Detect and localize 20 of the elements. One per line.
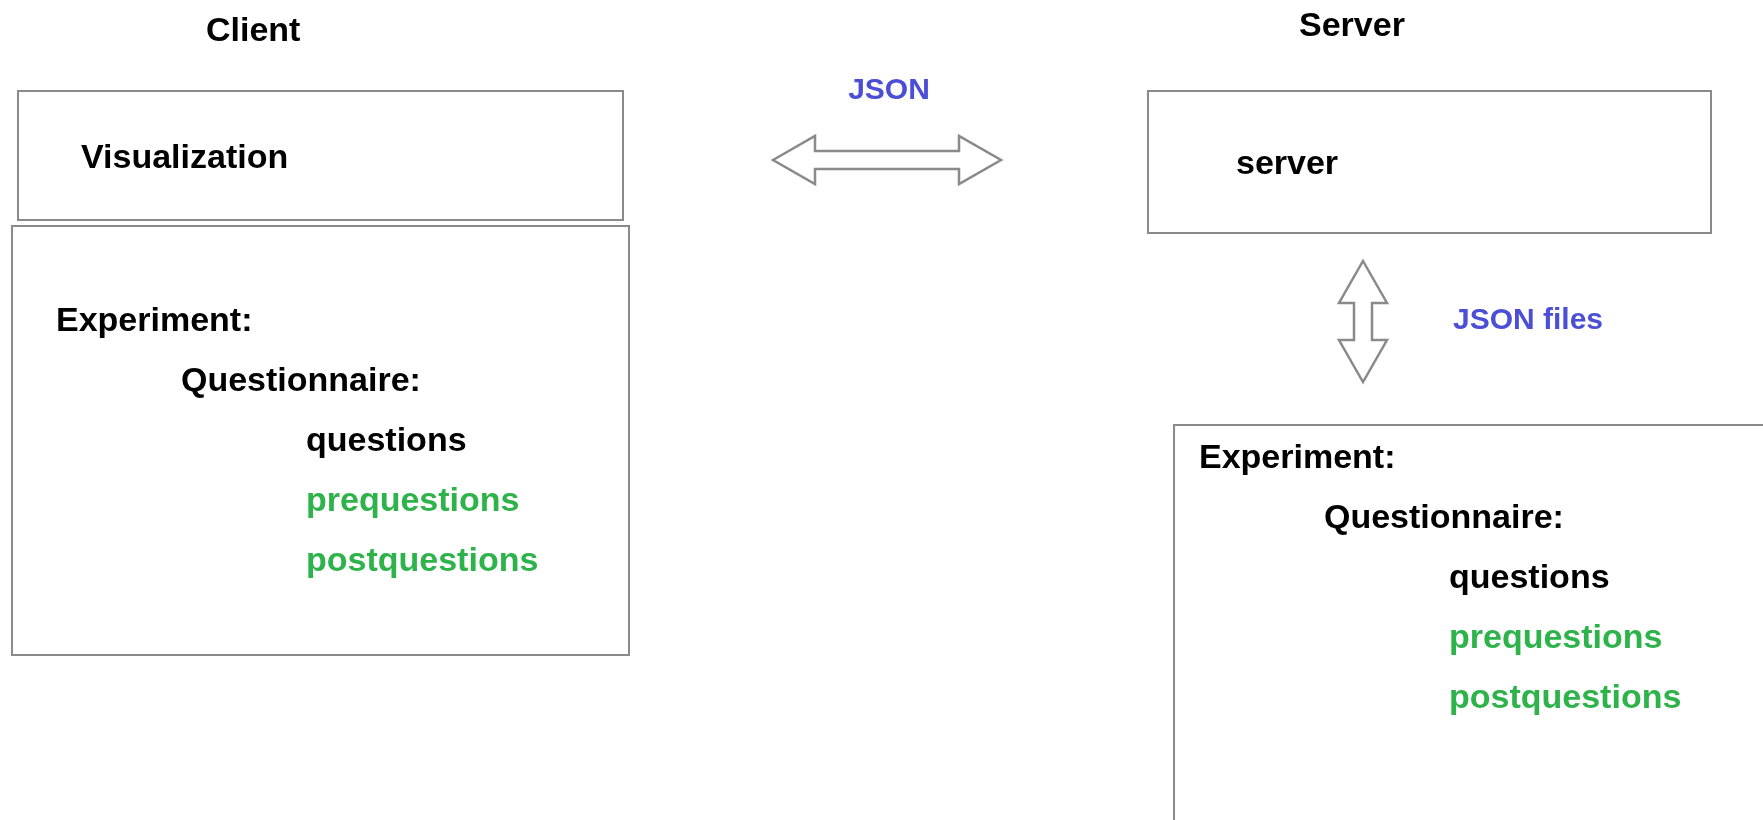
list-item-text: prequestions	[306, 479, 520, 520]
column-heading: Client	[206, 9, 301, 50]
process-box	[1173, 424, 1763, 820]
list-item-text: postquestions	[1449, 676, 1682, 717]
box-label: Visualization	[81, 135, 289, 177]
process-box	[17, 90, 624, 221]
box-label: server	[1236, 142, 1339, 183]
column-heading: Server	[1299, 4, 1405, 45]
process-box	[1147, 90, 1712, 234]
list-item-text: Questionnaire:	[1324, 496, 1564, 537]
list-item-text: prequestions	[1449, 616, 1663, 657]
double-arrow	[770, 133, 1004, 187]
list-item-text: questions	[306, 419, 467, 460]
list-item-text: Experiment:	[56, 299, 253, 340]
double-arrow	[1336, 258, 1390, 385]
list-item-text: questions	[1449, 556, 1610, 597]
list-item-text: Experiment:	[1199, 436, 1396, 477]
list-item-text: postquestions	[306, 539, 539, 580]
list-item-text: Questionnaire:	[181, 359, 421, 400]
process-box	[11, 225, 630, 656]
